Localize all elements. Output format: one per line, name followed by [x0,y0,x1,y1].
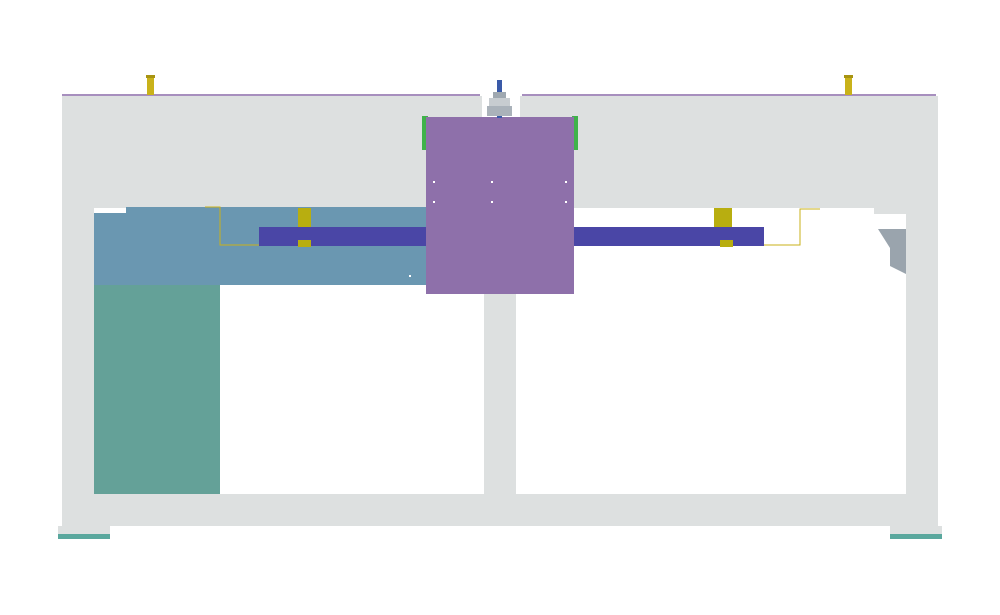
feet [58,526,942,539]
right-bracket [878,229,906,274]
carriage-mount-left [422,116,428,150]
bolt-left [298,208,311,247]
carriage-hole [565,201,567,203]
frame-left-leg [62,208,94,528]
carriage-body [426,117,574,294]
spindle [487,80,512,118]
foot-left [58,526,110,534]
spindle-washer [487,106,512,116]
foot-right [890,526,942,534]
carriage-hole [565,181,567,183]
bolts [298,208,733,247]
top-rail [62,75,936,96]
frame-bottom-beam [62,494,938,526]
frame-right-inner-top [874,208,906,214]
carriage [422,116,578,294]
frame-right-leg [906,208,938,528]
carriage-hole [433,201,435,203]
carriage-hole [491,181,493,183]
blue-panel-dot [409,275,411,277]
blue-panel [94,207,426,285]
carriage-hole [491,201,493,203]
teal-panel [94,285,220,494]
carriage-hole [433,181,435,183]
carriage-mount-right [572,116,578,150]
spindle-nut [489,98,510,106]
frame [62,96,938,528]
center-column [484,285,516,497]
foot-left-accent [58,534,110,539]
stud-left [146,75,155,95]
spindle-collar [493,92,506,98]
foot-right-accent [890,534,942,539]
frame-top-beam-left [62,96,482,208]
bolt-right [714,208,733,247]
stud-right [844,75,853,95]
blue-panel-body [94,213,426,285]
frame-top-beam-right [520,96,938,208]
